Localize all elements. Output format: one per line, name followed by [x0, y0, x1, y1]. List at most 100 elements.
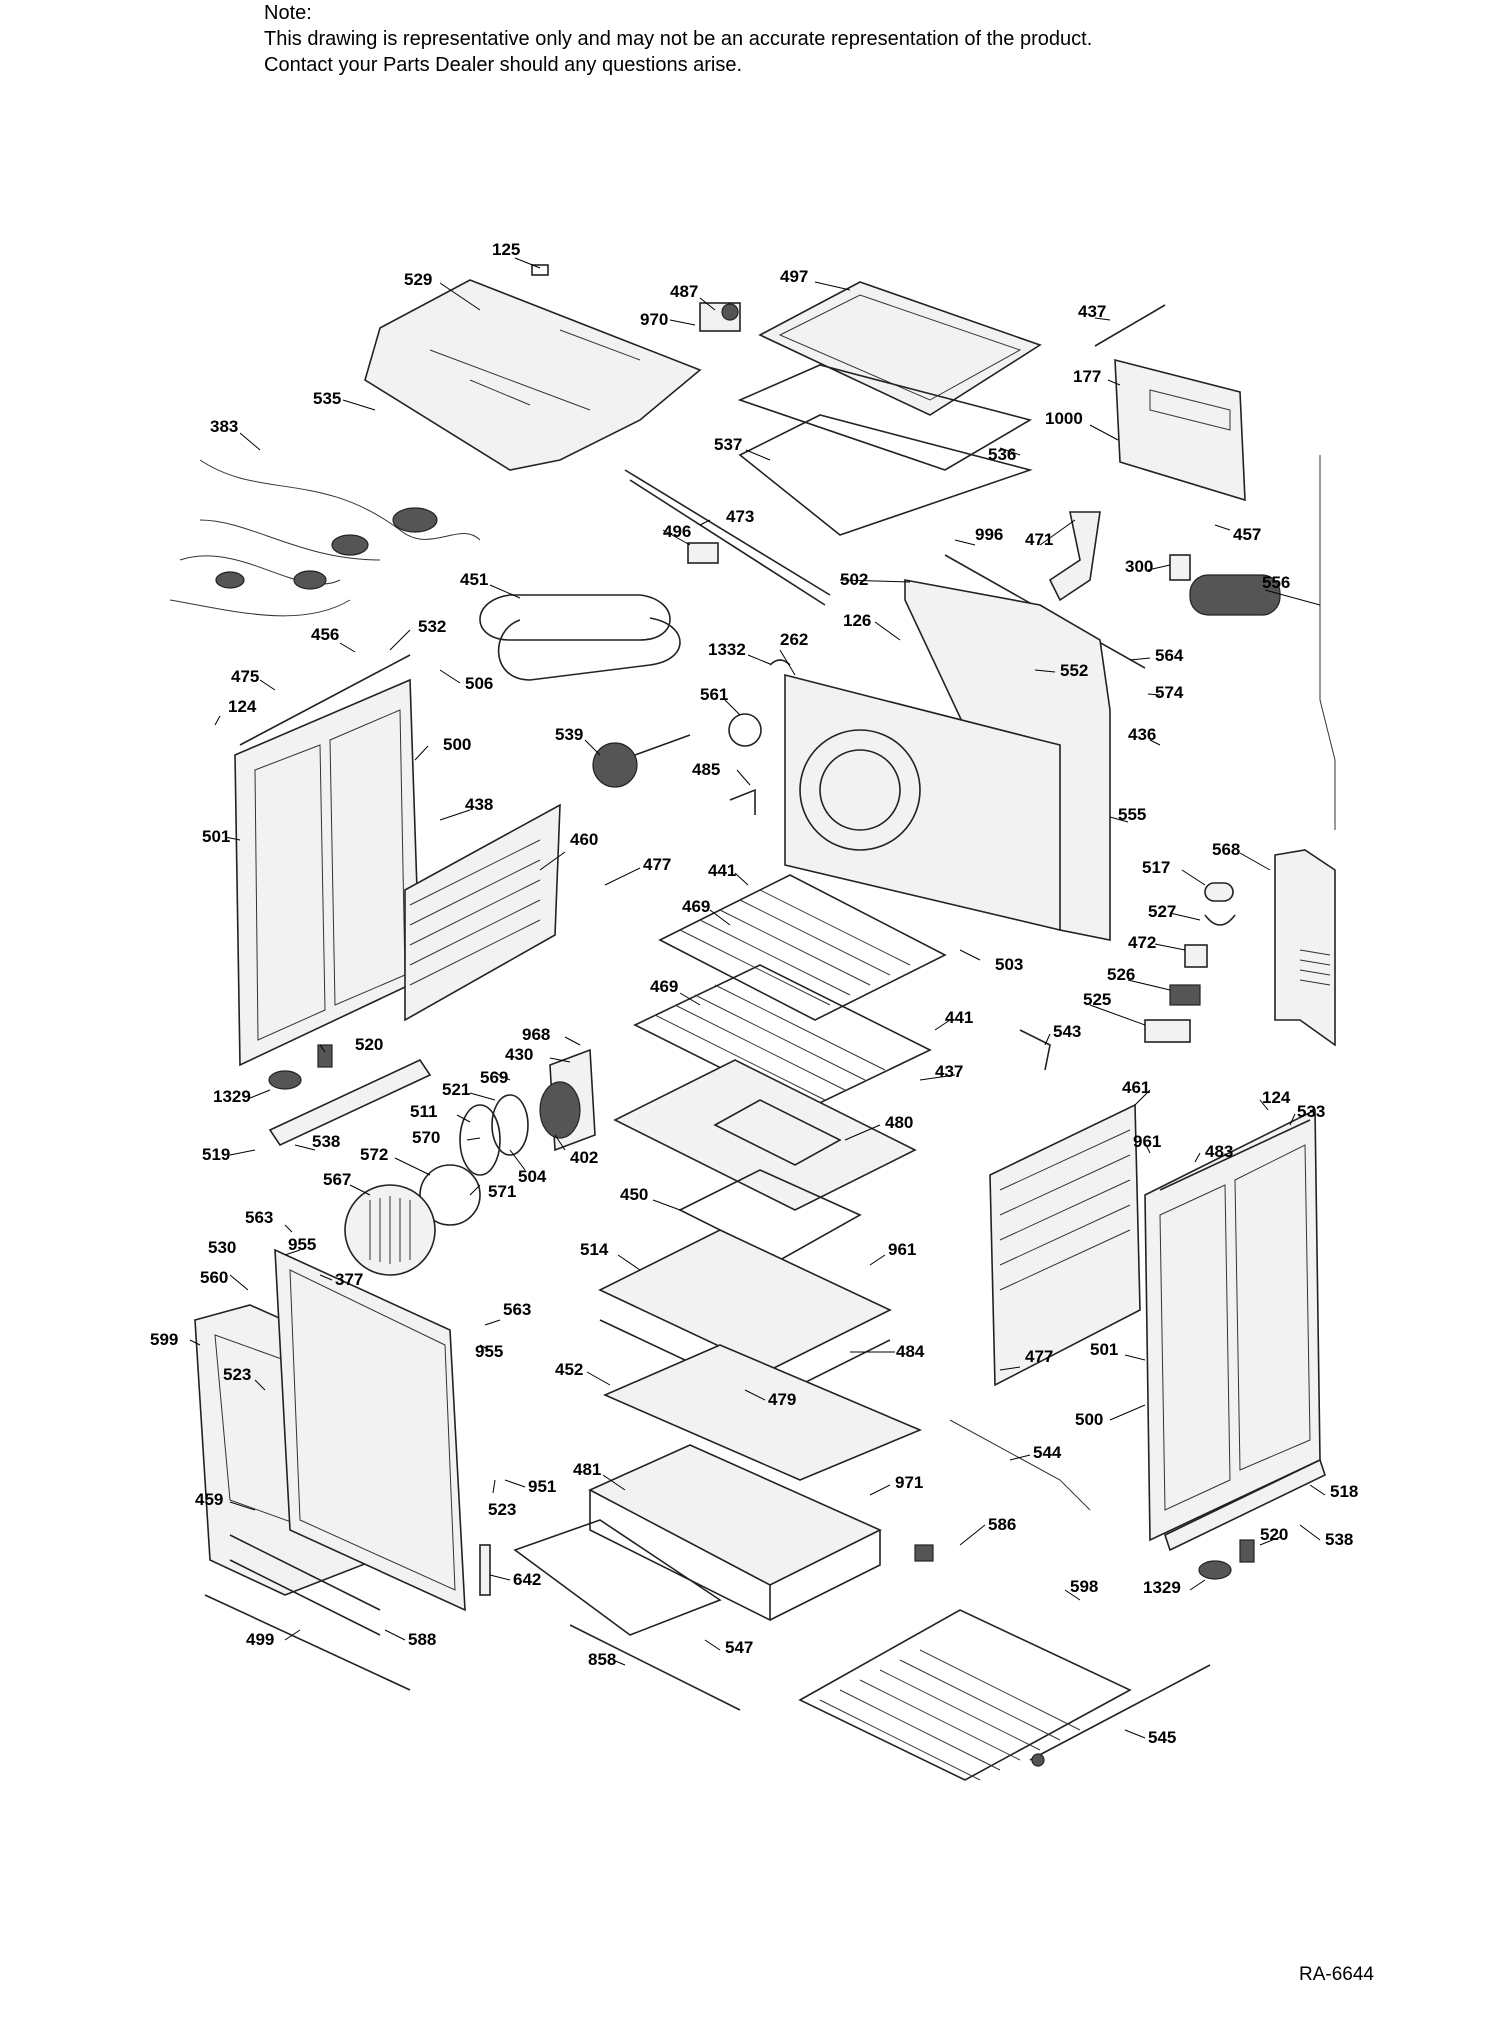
- part-547-panel: [513, 1519, 722, 1636]
- label-500: 500: [443, 735, 471, 754]
- label-588: 588: [408, 1630, 436, 1649]
- label-547: 547: [725, 1638, 753, 1657]
- label-858: 858: [588, 1650, 616, 1669]
- note-line-1: This drawing is representative only and …: [264, 28, 1093, 50]
- part-533-strip: [1159, 1119, 1311, 1191]
- part-514-tray: [598, 1229, 892, 1371]
- label-501: 501: [202, 827, 230, 846]
- label-480: 480: [885, 1113, 913, 1132]
- part-539-fan-blade: [592, 742, 638, 788]
- label-545: 545: [1148, 1728, 1176, 1747]
- label-485: 485: [692, 760, 720, 779]
- label-471: 471: [1025, 530, 1053, 549]
- label-968: 968: [522, 1025, 550, 1044]
- label-1332: 1332: [708, 640, 746, 659]
- label-501b: 501: [1090, 1340, 1118, 1359]
- part-588-strip: [229, 1559, 381, 1636]
- part-262-oven-back: [784, 673, 1061, 932]
- part-529-top-cover: [364, 279, 702, 471]
- label-504: 504: [518, 1167, 547, 1186]
- label-537: 537: [714, 435, 742, 454]
- label-535: 535: [313, 389, 341, 408]
- label-570: 570: [412, 1128, 440, 1147]
- part-469-rack-upper: [658, 874, 947, 1021]
- label-519: 519: [202, 1145, 230, 1164]
- label-568: 568: [1212, 840, 1240, 859]
- label-518: 518: [1330, 1482, 1358, 1501]
- label-544: 544: [1033, 1443, 1062, 1462]
- label-560: 560: [200, 1268, 228, 1287]
- label-642: 642: [513, 1570, 541, 1589]
- label-555: 555: [1118, 805, 1146, 824]
- label-503: 503: [995, 955, 1023, 974]
- part-480-broil-pan: [613, 1059, 917, 1211]
- part-481-drawer: [588, 1444, 882, 1586]
- label-124b: 124: [1262, 1088, 1291, 1107]
- label-572: 572: [360, 1145, 388, 1164]
- label-556: 556: [1262, 573, 1290, 592]
- label-520b: 520: [1260, 1525, 1288, 1544]
- part-544-harness: [949, 1419, 1091, 1511]
- label-477: 477: [643, 855, 671, 874]
- disclaimer-note: Note: This drawing is representative onl…: [264, 0, 1092, 78]
- part-526-terminal: [1169, 984, 1201, 1006]
- part-451-element: [479, 594, 681, 681]
- label-457: 457: [1233, 525, 1261, 544]
- part-437-rod: [1094, 304, 1166, 347]
- label-586: 586: [988, 1515, 1016, 1534]
- label-438: 438: [465, 795, 493, 814]
- label-530: 530: [208, 1238, 236, 1257]
- label-970: 970: [640, 310, 668, 329]
- part-177-bracket: [1114, 358, 1246, 502]
- label-473: 473: [726, 507, 754, 526]
- label-441b: 441: [945, 1008, 973, 1027]
- label-567: 567: [323, 1170, 351, 1189]
- label-460: 460: [570, 830, 598, 849]
- label-511: 511: [410, 1102, 437, 1121]
- label-533: 533: [1297, 1102, 1325, 1121]
- part-572-gasket: [419, 1164, 481, 1226]
- label-383: 383: [210, 417, 238, 436]
- label-517: 517: [1142, 858, 1170, 877]
- label-497: 497: [780, 267, 808, 286]
- label-450: 450: [620, 1185, 648, 1204]
- part-459-strip: [229, 1534, 381, 1611]
- label-481: 481: [573, 1460, 601, 1479]
- label-262: 262: [780, 630, 808, 649]
- part-shapes: [169, 264, 1336, 1781]
- label-598: 598: [1070, 1577, 1098, 1596]
- label-479: 479: [768, 1390, 796, 1409]
- part-499-rail: [204, 1594, 411, 1691]
- label-552: 552: [1060, 661, 1088, 680]
- part-452-insulation: [602, 1344, 923, 1481]
- part-517-sensor: [1204, 882, 1234, 902]
- label-472: 472: [1128, 933, 1156, 952]
- part-598-drawer-rack: [798, 1609, 1132, 1781]
- label-563: 563: [245, 1208, 273, 1227]
- part-536-insulation: [738, 414, 1033, 536]
- label-452: 452: [555, 1360, 583, 1379]
- part-496-block: [687, 542, 719, 564]
- label-514: 514: [580, 1240, 609, 1259]
- part-472-bracket: [1184, 944, 1208, 968]
- label-436: 436: [1128, 725, 1156, 744]
- part-569-fan: [539, 1081, 581, 1139]
- label-459: 459: [195, 1490, 223, 1509]
- part-471-duct: [1048, 511, 1101, 602]
- label-377: 377: [335, 1270, 363, 1289]
- part-858-rail: [569, 1624, 741, 1711]
- part-461-rack-support: [989, 1103, 1141, 1387]
- part-556-blower: [1189, 574, 1281, 616]
- label-563b: 563: [503, 1300, 531, 1319]
- label-506: 506: [465, 674, 493, 693]
- label-521: 521: [442, 1080, 470, 1099]
- part-383-harness: [169, 459, 481, 617]
- note-line-2: Contact your Parts Dealer should any que…: [264, 54, 743, 76]
- label-496: 496: [663, 522, 691, 541]
- label-961b: 961: [888, 1240, 916, 1259]
- label-125: 125: [492, 240, 520, 259]
- label-126: 126: [843, 611, 871, 630]
- label-571: 571: [488, 1182, 516, 1201]
- part-525-box: [1144, 1019, 1191, 1043]
- part-521-ring: [491, 1094, 529, 1156]
